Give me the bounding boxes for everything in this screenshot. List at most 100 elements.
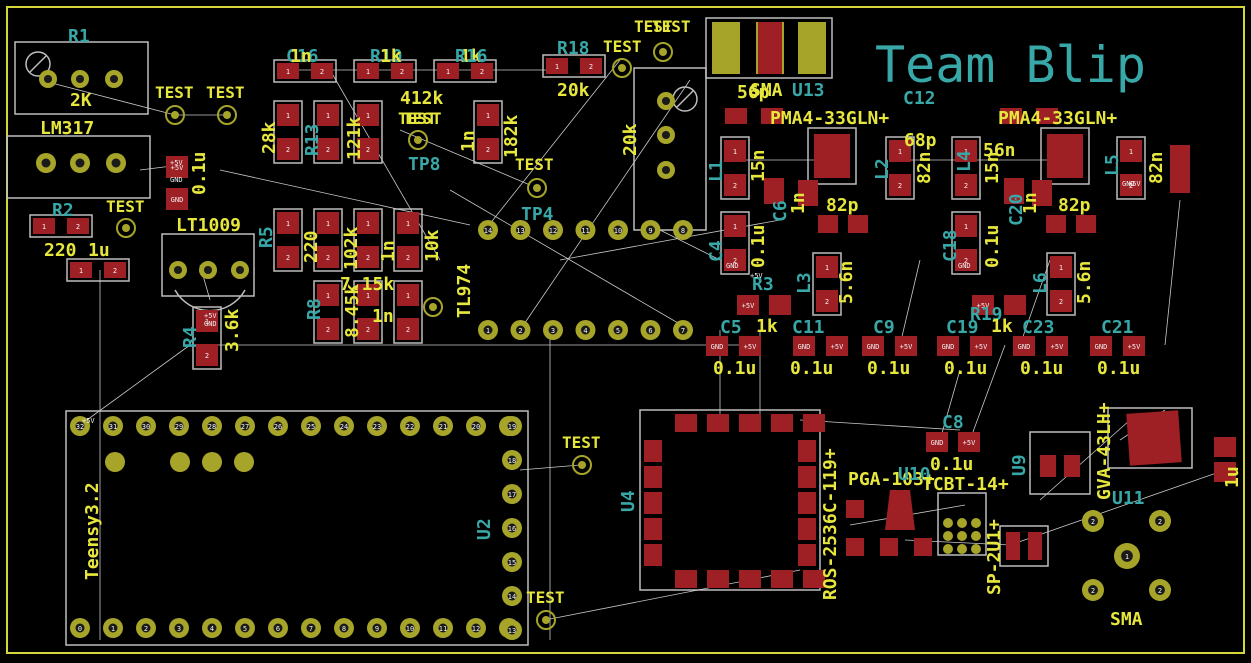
smd-pad[interactable]: [707, 414, 729, 432]
smd-pad[interactable]: [311, 63, 333, 79]
smd-pad[interactable]: [644, 466, 662, 488]
tcbt-pad[interactable]: [971, 544, 981, 554]
smd-pad[interactable]: [357, 246, 379, 268]
tcbt-pad[interactable]: [971, 531, 981, 541]
smd-pad[interactable]: [803, 570, 825, 588]
smd-pad[interactable]: [771, 414, 793, 432]
smd-pad[interactable]: [1046, 336, 1068, 356]
smd-pad[interactable]: [397, 246, 419, 268]
smd-pad[interactable]: [862, 336, 884, 356]
smd-pad[interactable]: [846, 538, 864, 556]
smd-pad[interactable]: [1004, 178, 1024, 204]
smd-pad[interactable]: [1170, 145, 1190, 193]
smd-pad[interactable]: [816, 290, 838, 312]
smd-pad[interactable]: [970, 336, 992, 356]
smd-pad[interactable]: [397, 318, 419, 340]
smd-pad[interactable]: [739, 336, 761, 356]
pga-body[interactable]: [885, 490, 915, 530]
smd-pad[interactable]: [357, 63, 379, 79]
smd-pad[interactable]: [798, 440, 816, 462]
smd-pad[interactable]: [764, 178, 784, 204]
smd-pad[interactable]: [1028, 532, 1042, 560]
smd-pad[interactable]: [317, 246, 339, 268]
smd-pad[interactable]: [955, 215, 977, 237]
smd-pad[interactable]: [644, 544, 662, 566]
smd-pad[interactable]: [737, 295, 759, 315]
smd-pad[interactable]: [277, 104, 299, 126]
smd-pad[interactable]: [1036, 108, 1058, 124]
smd-pad[interactable]: [848, 215, 868, 233]
smd-pad[interactable]: [955, 140, 977, 162]
smd-pad[interactable]: [739, 414, 761, 432]
smd-pad[interactable]: [889, 140, 911, 162]
smd-pad[interactable]: [317, 138, 339, 160]
test-point[interactable]: [572, 455, 592, 475]
smd-pad[interactable]: [798, 180, 818, 206]
smd-pad[interactable]: [1040, 455, 1056, 477]
smd-pad[interactable]: [357, 212, 379, 234]
tcbt-pad[interactable]: [957, 518, 967, 528]
smd-pad[interactable]: [317, 104, 339, 126]
tcbt-pad[interactable]: [943, 531, 953, 541]
smd-pad[interactable]: [546, 58, 568, 74]
smd-pad[interactable]: [706, 336, 728, 356]
test-point[interactable]: [423, 297, 443, 317]
gva-body[interactable]: [1126, 410, 1182, 466]
smd-pad[interactable]: [397, 284, 419, 306]
edge-pad[interactable]: [712, 22, 740, 74]
smd-pad[interactable]: [826, 336, 848, 356]
smd-pad[interactable]: [644, 518, 662, 540]
smd-pad[interactable]: [798, 492, 816, 514]
teensy-extra-pad[interactable]: [202, 452, 222, 472]
smd-pad[interactable]: [644, 440, 662, 462]
smd-pad[interactable]: [391, 63, 413, 79]
smd-pad[interactable]: [471, 63, 493, 79]
smd-pad[interactable]: [769, 295, 791, 315]
smd-pad[interactable]: [895, 336, 917, 356]
smd-pad[interactable]: [725, 108, 747, 124]
test-point[interactable]: [116, 218, 136, 238]
smd-pad[interactable]: [675, 570, 697, 588]
test-point[interactable]: [408, 130, 428, 150]
teensy-extra-pad[interactable]: [234, 452, 254, 472]
smd-pad[interactable]: [1006, 532, 1020, 560]
smd-pad[interactable]: [357, 138, 379, 160]
tcbt-pad[interactable]: [957, 544, 967, 554]
smd-pad[interactable]: [972, 295, 994, 315]
smd-pad[interactable]: [724, 140, 746, 162]
smd-pad[interactable]: [724, 215, 746, 237]
smd-pad[interactable]: [166, 156, 188, 178]
smd-pad[interactable]: [1123, 336, 1145, 356]
smd-pad[interactable]: [277, 63, 299, 79]
teensy-extra-pad[interactable]: [170, 452, 190, 472]
smd-pad[interactable]: [798, 518, 816, 540]
smd-pad[interactable]: [955, 249, 977, 271]
smd-pad[interactable]: [937, 336, 959, 356]
smd-pad[interactable]: [739, 570, 761, 588]
smd-pad[interactable]: [798, 466, 816, 488]
smd-pad[interactable]: [1120, 140, 1142, 162]
test-point[interactable]: [527, 178, 547, 198]
smd-pad[interactable]: [958, 432, 980, 452]
tcbt-pad[interactable]: [971, 518, 981, 528]
smd-pad[interactable]: [104, 262, 126, 278]
smd-pad[interactable]: [818, 215, 838, 233]
smd-pad[interactable]: [1076, 215, 1096, 233]
smd-pad[interactable]: [816, 256, 838, 278]
smd-pad[interactable]: [707, 570, 729, 588]
smd-pad[interactable]: [357, 318, 379, 340]
smd-pad[interactable]: [926, 432, 948, 452]
edge-pad[interactable]: [798, 22, 826, 74]
pma-b-body[interactable]: [1047, 134, 1083, 178]
smd-pad[interactable]: [277, 246, 299, 268]
pma-a-body[interactable]: [814, 134, 850, 178]
smd-pad[interactable]: [166, 188, 188, 210]
smd-pad[interactable]: [889, 174, 911, 196]
smd-pad[interactable]: [771, 570, 793, 588]
smd-pad[interactable]: [846, 500, 864, 518]
smd-pad[interactable]: [1050, 256, 1072, 278]
smd-pad[interactable]: [477, 138, 499, 160]
